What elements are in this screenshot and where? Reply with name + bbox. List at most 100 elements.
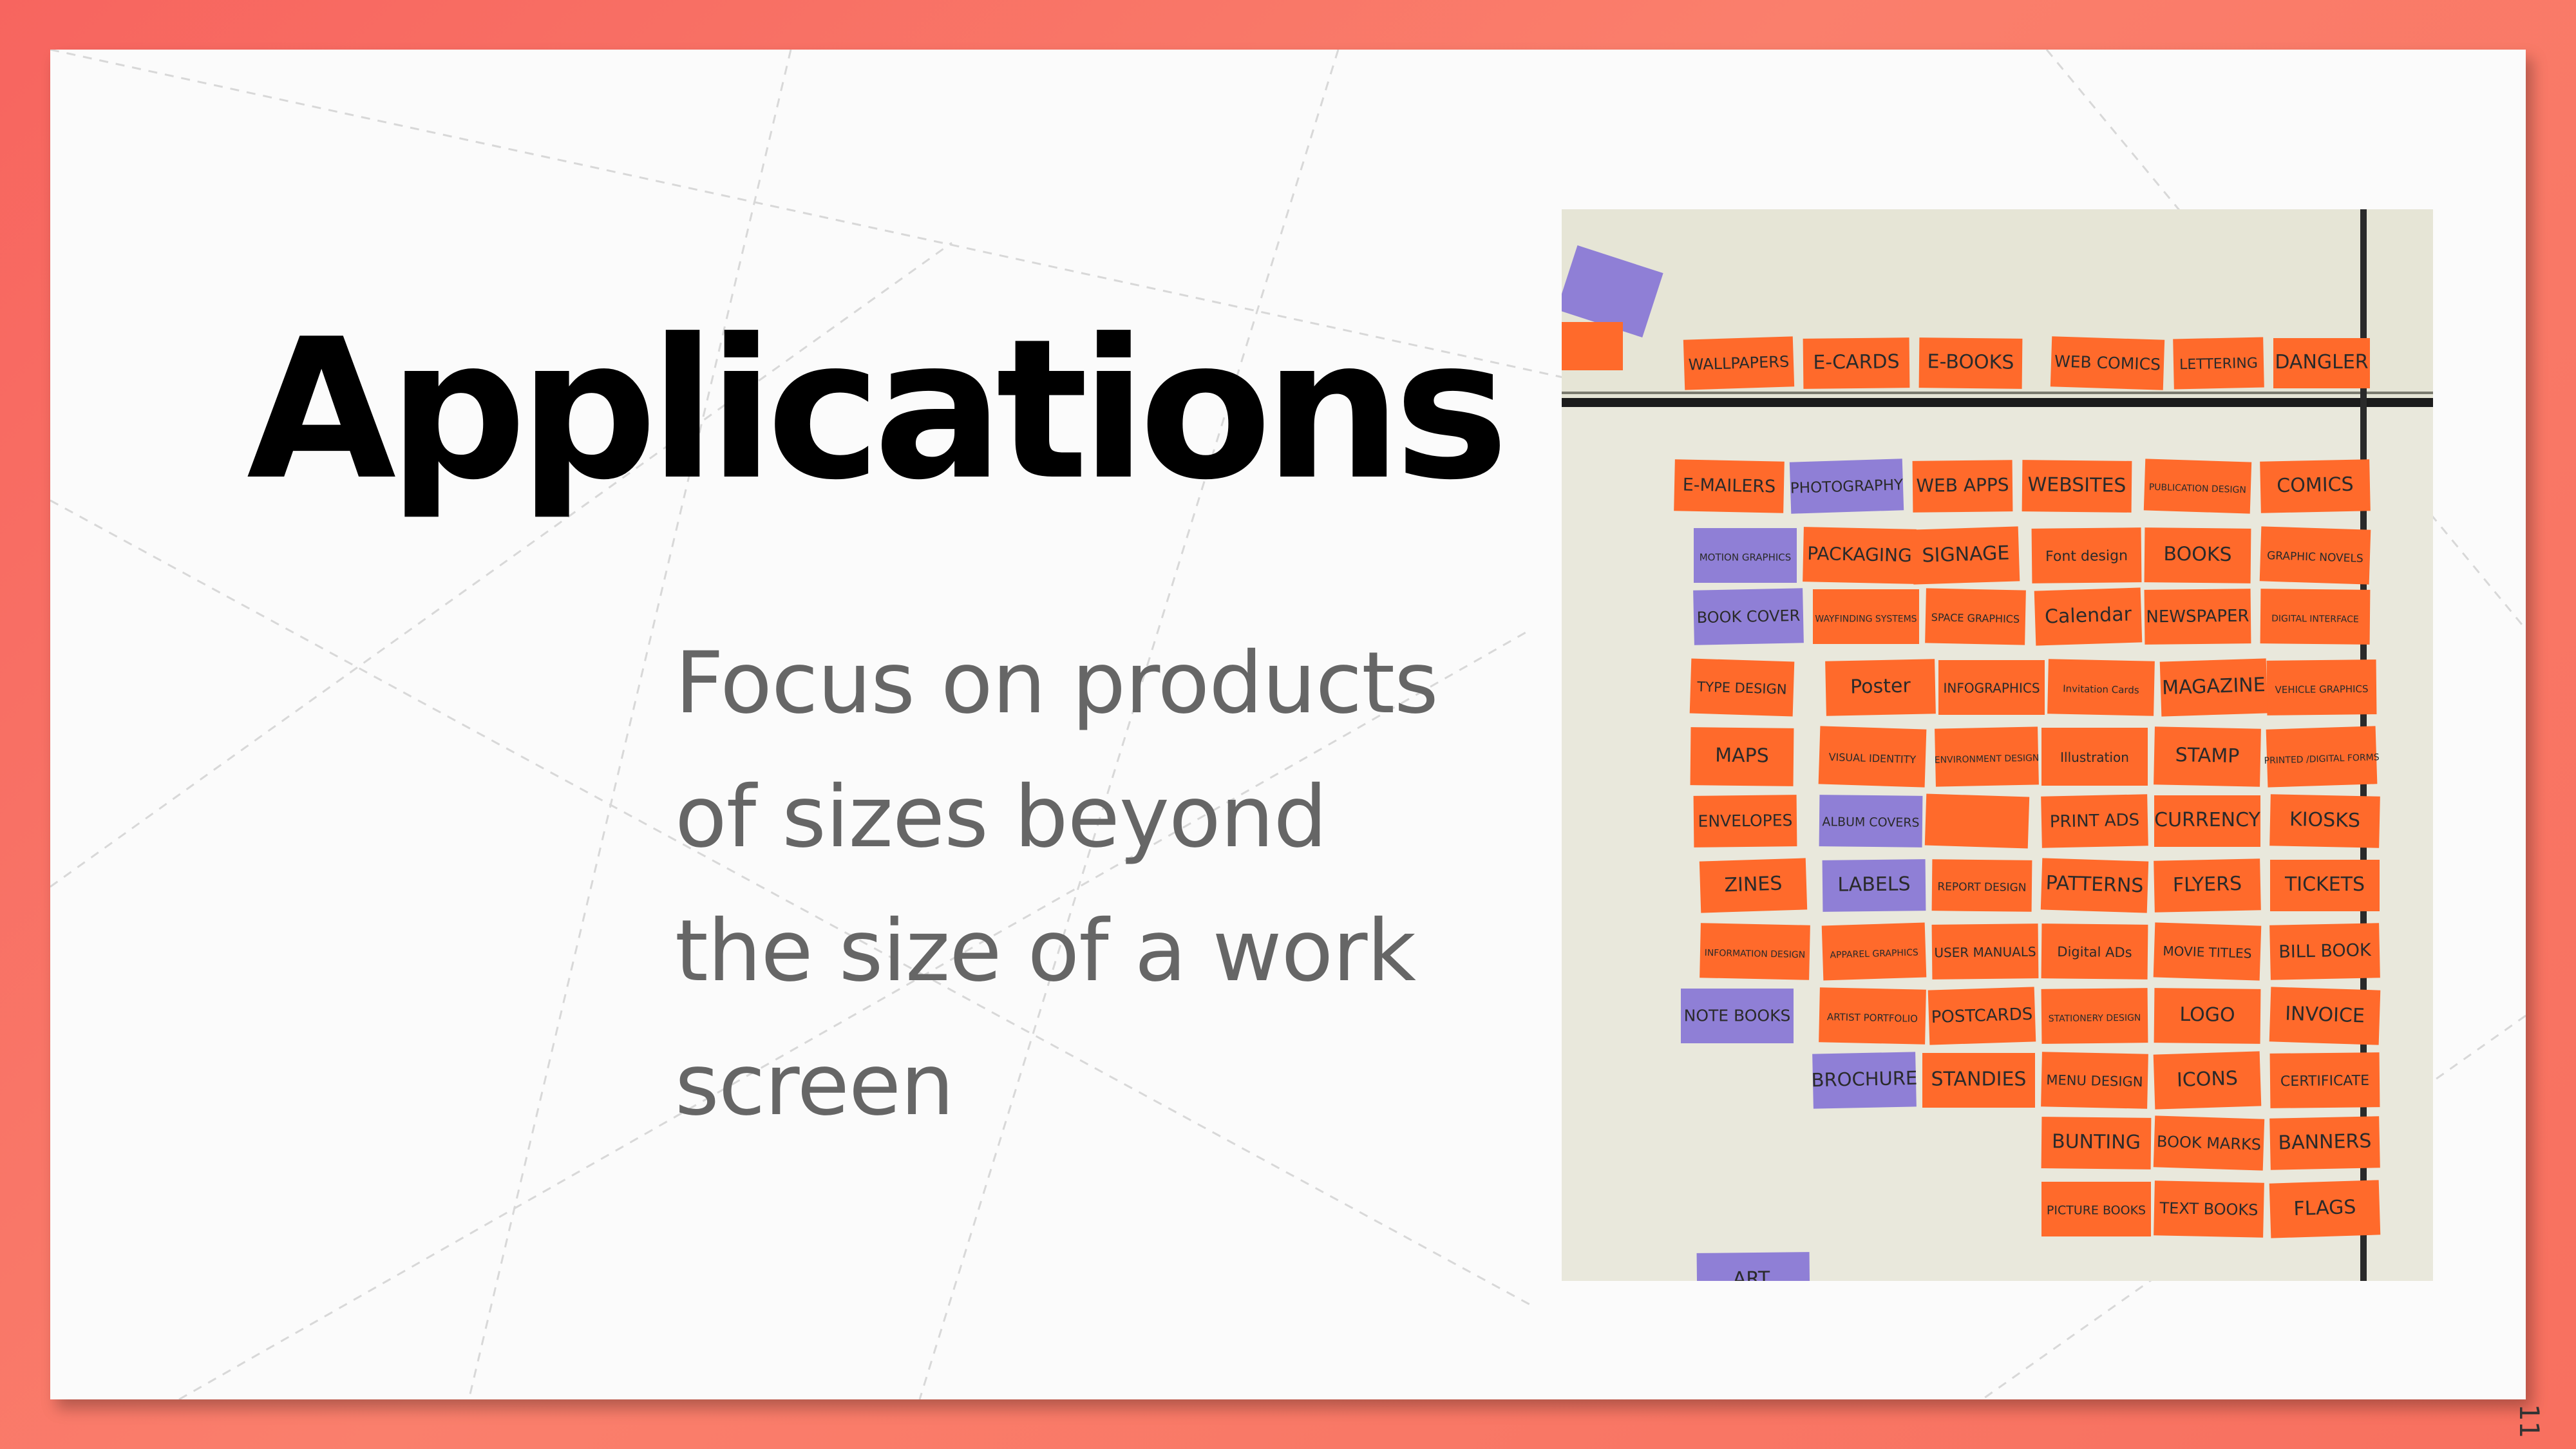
sticky-note: COMICS xyxy=(2260,459,2371,513)
sticky-note: REPORT DESIGN xyxy=(1931,859,2032,912)
sticky-note-paper xyxy=(2260,589,2371,645)
sticky-note: Invitation Cards xyxy=(2047,659,2155,716)
sticky-note: BANNERS xyxy=(2269,1116,2380,1170)
sticky-note: INFOGRAPHICS xyxy=(1938,660,2045,715)
sticky-note-label: PRINT ADS xyxy=(2050,811,2140,832)
sticky-note: ART. xyxy=(1696,1252,1810,1308)
sticky-note: SPACE GRAPHICS xyxy=(1925,588,2026,645)
sticky-note-paper xyxy=(2022,460,2132,513)
sticky-note-label: ART. xyxy=(1733,1267,1774,1281)
sticky-note: ARTIST PORTFOLIO xyxy=(1819,987,1926,1045)
sticky-note-label: KIOSKS xyxy=(2289,808,2361,832)
sticky-note-paper xyxy=(1819,795,1923,848)
sticky-note-paper xyxy=(2269,1052,2380,1108)
sticky-note-label: Digital ADs xyxy=(2057,944,2132,960)
sticky-note: DANGLER xyxy=(2273,338,2370,388)
background-lines xyxy=(50,50,2526,1399)
sticky-note: BOOKS xyxy=(2144,527,2251,583)
sticky-note-label: INFORMATION DESIGN xyxy=(1704,948,1805,960)
sticky-note-paper xyxy=(2154,988,2261,1044)
sticky-note: LABELS xyxy=(1822,859,1926,912)
sticky-note-label: BANNERS xyxy=(2278,1130,2372,1154)
sticky-note-paper xyxy=(2041,1117,2152,1170)
sticky-note: SIGNAGE xyxy=(1911,526,2020,585)
sticky-note-paper xyxy=(1699,858,1808,913)
sticky-note-paper xyxy=(2153,1115,2265,1171)
sticky-note: INFORMATION DESIGN xyxy=(1700,923,1810,980)
sticky-note: STATIONERY DESIGN xyxy=(2041,988,2148,1044)
sticky-note: NEWSPAPER xyxy=(2144,589,2251,645)
sticky-note-label: BOOK MARKS xyxy=(2157,1132,2262,1153)
sticky-note: WAYFINDING SYSTEMS xyxy=(1813,589,1919,644)
sticky-note: E-CARDS xyxy=(1803,337,1910,389)
sticky-note-label: SPACE GRAPHICS xyxy=(1931,611,2020,625)
sticky-note-paper xyxy=(2041,1052,2148,1109)
sticky-note-paper xyxy=(2047,659,2155,716)
sticky-note-label: PICTURE BOOKS xyxy=(2047,1204,2146,1218)
sticky-note-paper xyxy=(1925,588,2026,645)
sticky-note: TICKETS xyxy=(2270,860,2380,911)
sticky-note-paper xyxy=(1700,923,1810,980)
sticky-note: Font design xyxy=(2031,527,2142,583)
sticky-note-label: NOTE BOOKS xyxy=(1684,1007,1791,1025)
sticky-note-paper xyxy=(2259,526,2371,585)
sticky-note-paper xyxy=(2154,726,2261,787)
sticky-note: E-BOOKS xyxy=(1918,337,2023,389)
sticky-note-label: INFOGRAPHICS xyxy=(1943,681,2040,696)
purple-note-stack xyxy=(1557,245,1663,338)
sticky-note-paper xyxy=(1927,987,2036,1045)
sticky-note-paper xyxy=(2154,858,2261,913)
sticky-note-paper xyxy=(1683,336,1795,390)
page-number: 11 xyxy=(2514,1404,2545,1439)
sticky-note-paper xyxy=(2144,527,2251,583)
sticky-note-paper xyxy=(1922,1053,2035,1108)
sticky-note-paper xyxy=(2041,1182,2151,1236)
sticky-note-paper xyxy=(2269,794,2380,848)
sticky-note xyxy=(1924,793,2030,849)
sticky-note-label: VISUAL IDENTITY xyxy=(1828,751,1916,766)
sticky-note-label: FLAGS xyxy=(2293,1196,2356,1220)
sticky-note-paper xyxy=(2270,860,2380,911)
sticky-note-paper xyxy=(1918,337,2023,389)
sticky-note-label: WEBSITES xyxy=(2027,473,2126,497)
sticky-note-label: BILL BOOK xyxy=(2278,940,2372,962)
sticky-note-label: MENU DESIGN xyxy=(2046,1072,2143,1090)
sticky-note-label: BOOK COVER xyxy=(1696,607,1800,627)
sticky-note: TEXT BOOKS xyxy=(2154,1180,2264,1238)
sticky-note-paper xyxy=(2269,1180,2381,1238)
sticky-note-label: TICKETS xyxy=(2284,873,2365,896)
sticky-note-label: LETTERING xyxy=(2179,355,2258,374)
sticky-note: LETTERING xyxy=(2173,337,2264,390)
sticky-note-paper xyxy=(2153,1051,2262,1110)
sticky-note: PRINTED /DIGITAL FORMS xyxy=(2264,726,2380,788)
sticky-note: ICONS xyxy=(2153,1051,2262,1110)
sticky-note-label: SIGNAGE xyxy=(1922,542,2010,567)
sticky-note: USER MANUALS xyxy=(1931,923,2039,980)
sticky-note: STAMP xyxy=(2154,726,2261,787)
sticky-note: ENVIRONMENT DESIGN xyxy=(1935,726,2040,787)
sticky-note: Calendar xyxy=(2034,587,2143,646)
sticky-note-label: LABELS xyxy=(1837,873,1911,896)
sticky-note-label: REPORT DESIGN xyxy=(1937,880,2026,894)
sticky-note: BOOK MARKS xyxy=(2153,1115,2265,1171)
body-line: screen xyxy=(675,1036,954,1135)
sticky-note-paper xyxy=(2040,858,2149,913)
sticky-note-label: MAPS xyxy=(1715,744,1769,768)
sticky-note-label: INVOICE xyxy=(2285,1003,2365,1028)
sticky-note-paper xyxy=(2269,987,2381,1045)
sticky-note: Digital ADs xyxy=(2041,923,2148,980)
sticky-note-label: LOGO xyxy=(2179,1003,2235,1027)
sticky-note-paper xyxy=(1938,660,2045,715)
sticky-note-label: STANDIES xyxy=(1931,1068,2027,1091)
sticky-note-paper xyxy=(2266,726,2378,788)
sticky-note-label: BOOKS xyxy=(2163,543,2231,566)
slide-card: Applications Focus on products of sizes … xyxy=(50,50,2526,1399)
orange-note-corner xyxy=(1562,322,1623,370)
sticky-note-label: ZINES xyxy=(1724,873,1783,897)
sticky-note: CURRENCY xyxy=(2154,795,2261,847)
sticky-note-label: DIGITAL INTERFACE xyxy=(2271,614,2359,625)
sticky-note-label: Poster xyxy=(1850,675,1911,699)
sticky-note-paper xyxy=(1693,588,1804,645)
sticky-note: MENU DESIGN xyxy=(2041,1052,2148,1109)
